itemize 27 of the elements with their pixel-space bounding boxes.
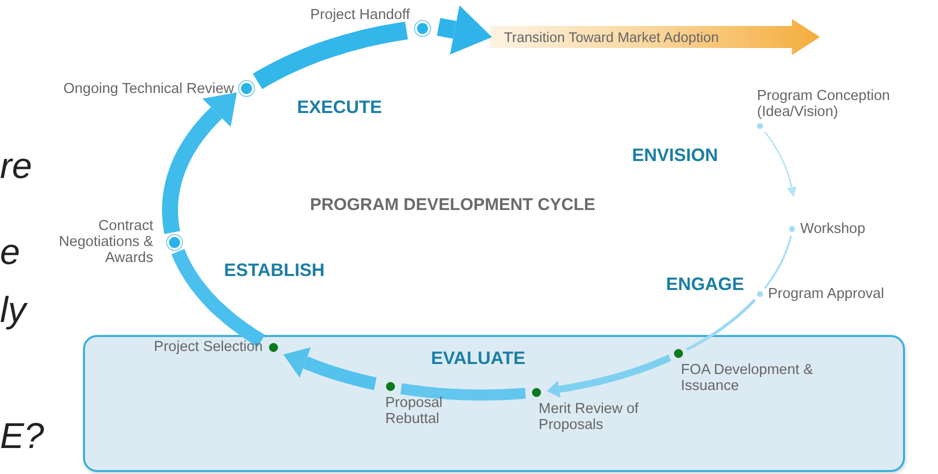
milestone-label: Proposal Rebuttal — [385, 395, 444, 428]
cycle-arrow — [283, 347, 380, 390]
cycle-arrow — [764, 131, 796, 197]
milestone-label: Workshop — [800, 221, 866, 238]
milestone-label: Ongoing Technical Review — [63, 80, 234, 97]
milestone-label: Project Handoff — [310, 7, 410, 24]
phase-label: ENVISION — [632, 145, 718, 166]
text-fragment: E? — [0, 416, 44, 456]
text-fragment: e — [0, 232, 20, 272]
text-fragment: ly — [0, 290, 26, 330]
phase-label: ENGAGE — [666, 274, 744, 295]
milestone-label: Project Selection — [154, 339, 263, 356]
text-fragment: re — [0, 146, 32, 186]
milestone-label: Contract Negotiations & Awards — [58, 218, 154, 266]
diagram-title: PROGRAM DEVELOPMENT CYCLE — [310, 195, 596, 215]
milestone-label: Program Approval — [768, 286, 884, 302]
phase-label: ESTABLISH — [224, 260, 325, 281]
milestone-label: Merit Review of Proposals — [538, 400, 640, 433]
phase-label: EVALUATE — [431, 348, 526, 369]
cycle-arrow — [162, 92, 237, 236]
cycle-arrow — [436, 5, 492, 54]
phase-label: EXECUTE — [297, 97, 382, 118]
arrow-banner: Transition Toward Market Adoption — [490, 19, 820, 55]
cycle-arrow — [546, 354, 672, 398]
milestone-label: FOA Development & Issuance — [680, 362, 814, 394]
milestone-label: Program Conception (Idea/Vision) — [756, 88, 891, 120]
highlight-panel — [83, 335, 905, 472]
